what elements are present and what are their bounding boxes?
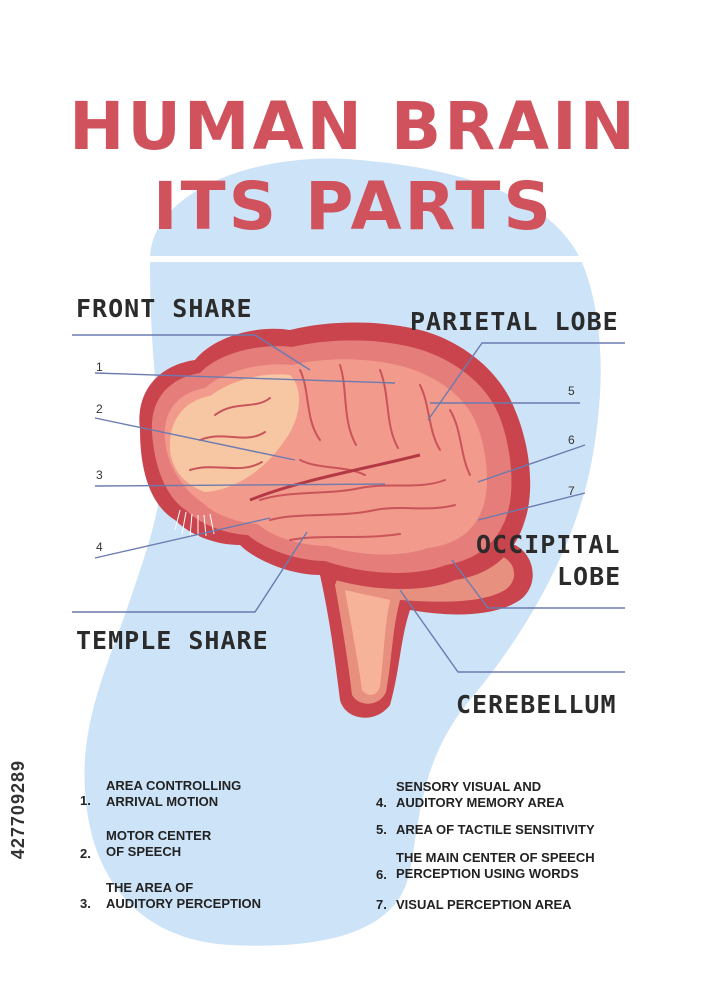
marker-6: 6	[568, 433, 575, 447]
leader-4	[94, 517, 271, 559]
legend-number: 2.	[80, 846, 91, 861]
marker-4: 4	[96, 540, 103, 554]
leader-3	[94, 483, 386, 487]
marker-5: 5	[568, 384, 575, 398]
stock-id: 427709289	[8, 760, 28, 860]
legend-text: MOTOR CENTER OF SPEECH	[106, 828, 211, 860]
legend-number: 5.	[376, 822, 387, 837]
marker-2: 2	[96, 402, 103, 416]
page-title-line-2: ITS PARTS	[153, 168, 554, 245]
leader-lines	[72, 334, 625, 673]
legend-number: 3.	[80, 896, 91, 911]
legend-text: VISUAL PERCEPTION AREA	[396, 897, 572, 913]
marker-3: 3	[96, 468, 103, 482]
legend-number: 1.	[80, 793, 91, 808]
legend-line: AUDITORY PERCEPTION	[106, 896, 262, 911]
marker-7: 7	[568, 484, 575, 498]
legend-number: 4.	[376, 795, 387, 810]
legend-number: 7.	[376, 897, 387, 912]
legend-line: OF SPEECH	[106, 844, 182, 859]
leader-occipital	[451, 559, 625, 609]
legend-line: ARRIVAL MOTION	[106, 794, 219, 809]
legend-line: SENSORY VISUAL AND	[396, 779, 542, 794]
leader-6	[477, 444, 586, 483]
legend-line: PERCEPTION USING WORDS	[396, 866, 579, 881]
legend-text: THE AREA OF AUDITORY PERCEPTION	[106, 880, 261, 912]
label-occipital-lobe-line-1: OCCIPITAL	[476, 530, 621, 559]
label-occipital-lobe-line-2: LOBE	[557, 562, 622, 591]
label-cerebellum: CEREBELLUM	[456, 690, 617, 719]
title-divider	[130, 256, 600, 262]
leader-7	[477, 492, 586, 521]
leader-temple-share	[72, 531, 308, 613]
page-title-line-1: HUMAN BRAIN	[69, 88, 638, 165]
legend-text: AREA OF TACTILE SENSITIVITY	[396, 822, 595, 838]
leader-2	[94, 417, 296, 461]
legend-text: THE MAIN CENTER OF SPEECH PERCEPTION USI…	[396, 850, 595, 882]
legend-line: AUDITORY MEMORY AREA	[396, 795, 565, 810]
cerebrum-shape	[139, 322, 531, 590]
marker-1: 1	[96, 360, 103, 374]
leader-1	[94, 372, 396, 384]
label-parietal-lobe: PARIETAL LOBE	[410, 307, 619, 336]
legend-line: THE MAIN CENTER OF SPEECH	[396, 850, 595, 865]
legend-text: AREA CONTROLLING ARRIVAL MOTION	[106, 778, 241, 810]
legend-line: MOTOR CENTER	[106, 828, 212, 843]
leader-cerebellum	[399, 589, 625, 673]
label-temple-share: TEMPLE SHARE	[76, 626, 269, 655]
legend-line: THE AREA OF	[106, 880, 194, 895]
leader-parietal-lobe	[427, 342, 625, 421]
legend-line: VISUAL PERCEPTION AREA	[396, 897, 572, 912]
legend-line: AREA OF TACTILE SENSITIVITY	[396, 822, 595, 837]
legend-line: AREA CONTROLLING	[106, 778, 242, 793]
label-front-share: FRONT SHARE	[76, 294, 253, 323]
leader-front-share	[72, 334, 311, 371]
legend-number: 6.	[376, 867, 387, 882]
legend-text: SENSORY VISUAL AND AUDITORY MEMORY AREA	[396, 779, 564, 811]
